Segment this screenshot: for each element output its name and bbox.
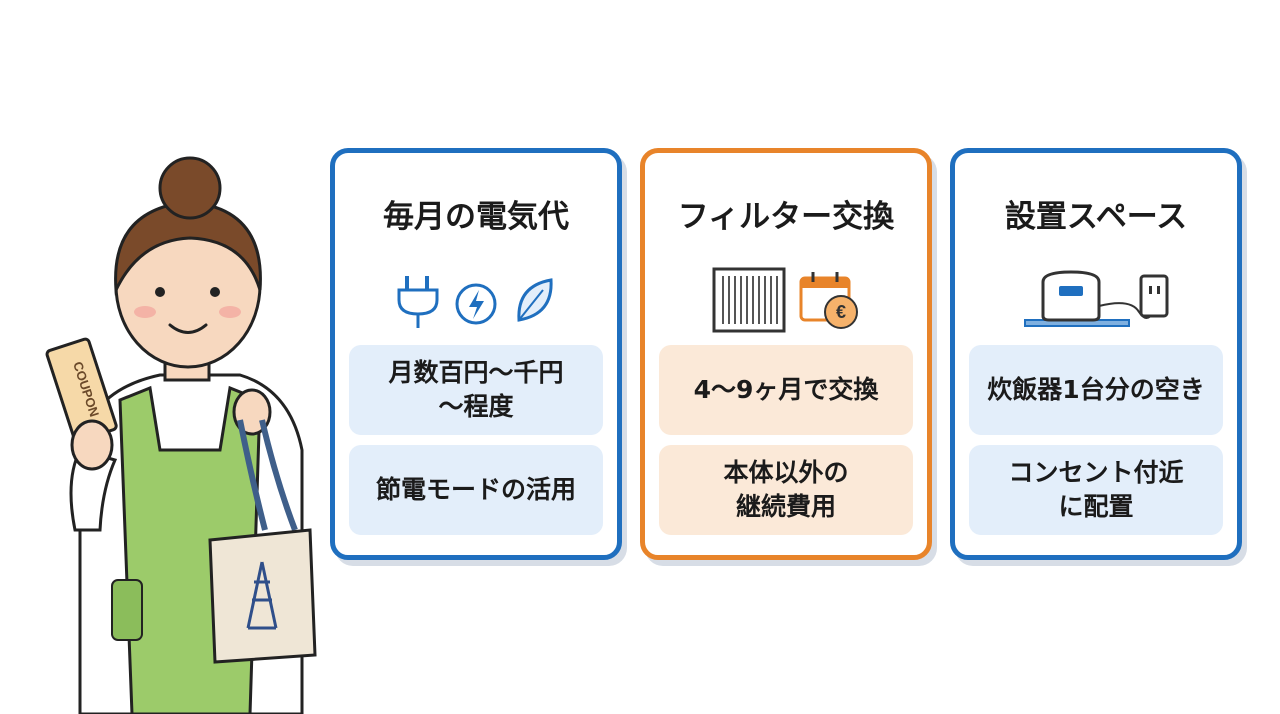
card-icons: € <box>659 265 913 335</box>
tote-bag <box>208 528 317 664</box>
woman-figure: COUPON <box>45 156 317 714</box>
plug-icon <box>397 276 439 328</box>
card-title: 毎月の電気代 <box>383 198 569 235</box>
hair-bun <box>158 156 222 220</box>
card-space: 設置スペース 炊飯器1台分の空き コンセント付近 に配置 <box>950 148 1242 560</box>
info-pill: 節電モードの活用 <box>349 445 603 535</box>
info-pill: 4〜9ヶ月で交換 <box>659 345 913 435</box>
svg-text:€: € <box>836 302 846 322</box>
info-pill: コンセント付近 に配置 <box>969 445 1223 535</box>
calendar-euro-icon: € <box>799 272 858 329</box>
leaf-icon <box>517 278 553 322</box>
info-pill: 月数百円〜千円 〜程度 <box>349 345 603 435</box>
eiffel-tower-icon <box>246 561 278 630</box>
card-icons <box>969 265 1223 335</box>
info-pill: 本体以外の 継続費用 <box>659 445 913 535</box>
lightning-icon <box>455 283 497 325</box>
filter-icon <box>712 267 786 333</box>
card-filter: フィルター交換 € 4〜9ヶ月で交換 本体以外の 継続費用 <box>640 148 932 560</box>
outlet-icon <box>1139 274 1169 318</box>
rice-cooker-icon <box>1041 270 1101 322</box>
rice-cooker-outlet-icon <box>1024 270 1169 327</box>
info-pill: 炊飯器1台分の空き <box>969 345 1223 435</box>
card-electricity: 毎月の電気代 月数百円〜千円 〜程度 節電モードの活用 <box>330 148 622 560</box>
shopper-illustration: COUPON <box>40 150 330 714</box>
card-icons <box>349 265 603 335</box>
card-title: 設置スペース <box>1004 198 1188 235</box>
card-title: フィルター交換 <box>677 198 895 235</box>
hair <box>114 200 262 296</box>
